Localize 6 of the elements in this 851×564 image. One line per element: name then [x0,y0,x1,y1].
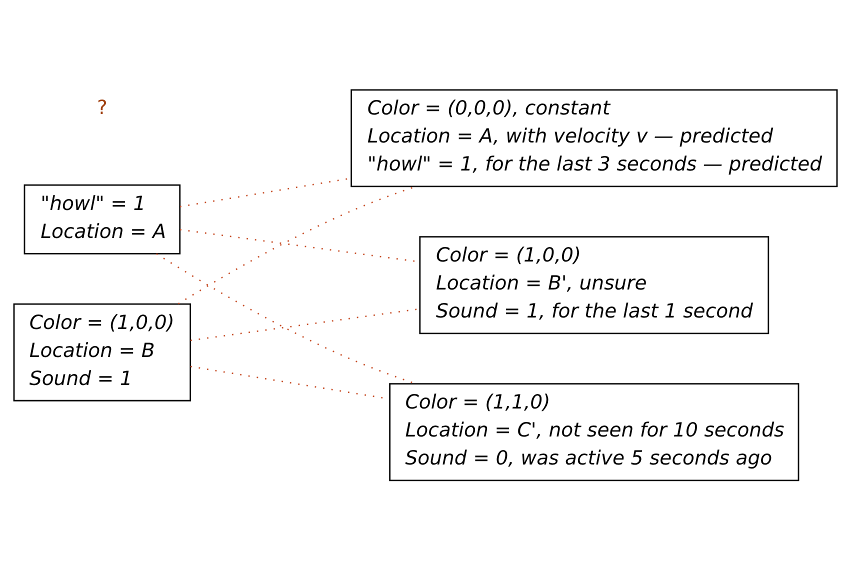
node-box: Color = (1,0,0) Location = B Sound = 1 [13,303,192,402]
node-box: Color = (1,1,0) Location = C', not seen for 10 seconds Sound = 0, was active 5 seconds ago [389,383,800,482]
node-box: Color = (1,0,0) Location = B', unsure Sound = 1, for the last 1 second [419,236,770,334]
node-box: Color = (0,0,0), constant Location = A, with velocity v — predicted "howl" = 1, for the last 3 seconds — predicted [350,89,838,188]
node-box: "howl" = 1 Location = A [24,184,181,254]
label: ? [96,96,108,119]
